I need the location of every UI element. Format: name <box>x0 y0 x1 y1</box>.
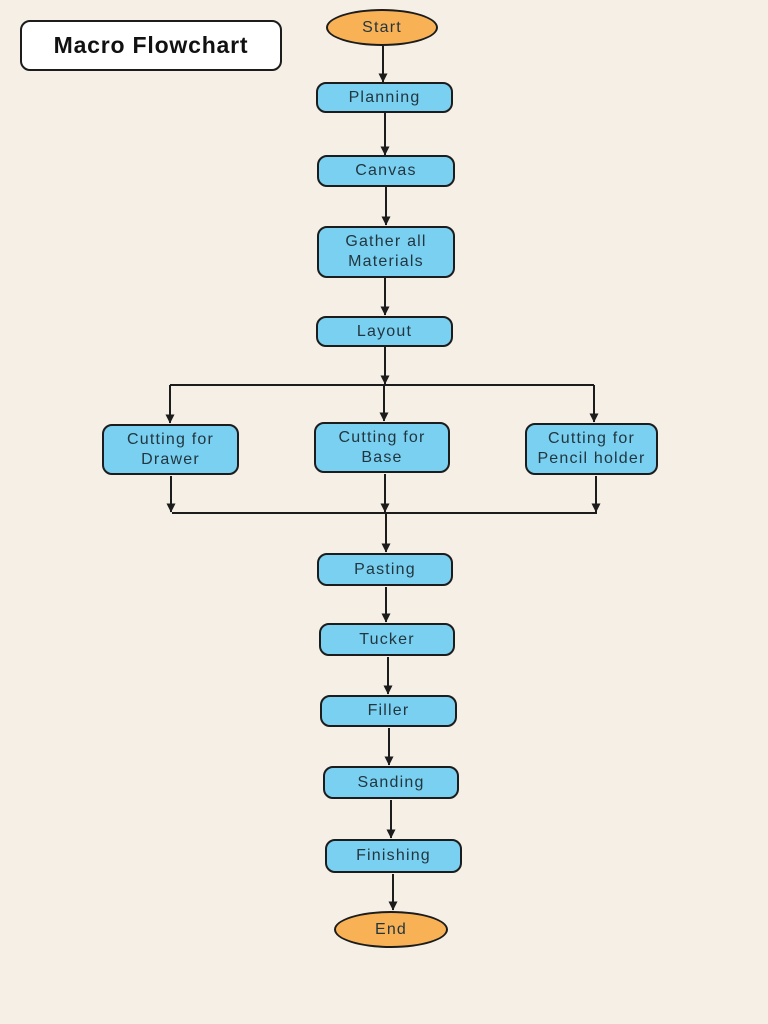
node-pasting: Pasting <box>317 553 453 586</box>
node-layout: Layout <box>316 316 453 347</box>
node-cutting-drawer: Cutting for Drawer <box>102 424 239 475</box>
node-tucker: Tucker <box>319 623 455 656</box>
node-gather-materials: Gather all Materials <box>317 226 455 278</box>
node-end: End <box>334 911 448 948</box>
node-cutting-pencil-holder: Cutting for Pencil holder <box>525 423 658 475</box>
node-sanding: Sanding <box>323 766 459 799</box>
node-filler: Filler <box>320 695 457 727</box>
node-finishing: Finishing <box>325 839 462 873</box>
chart-title: Macro Flowchart <box>20 20 282 71</box>
node-start: Start <box>326 9 438 46</box>
node-canvas: Canvas <box>317 155 455 187</box>
node-planning: Planning <box>316 82 453 113</box>
node-cutting-base: Cutting for Base <box>314 422 450 473</box>
